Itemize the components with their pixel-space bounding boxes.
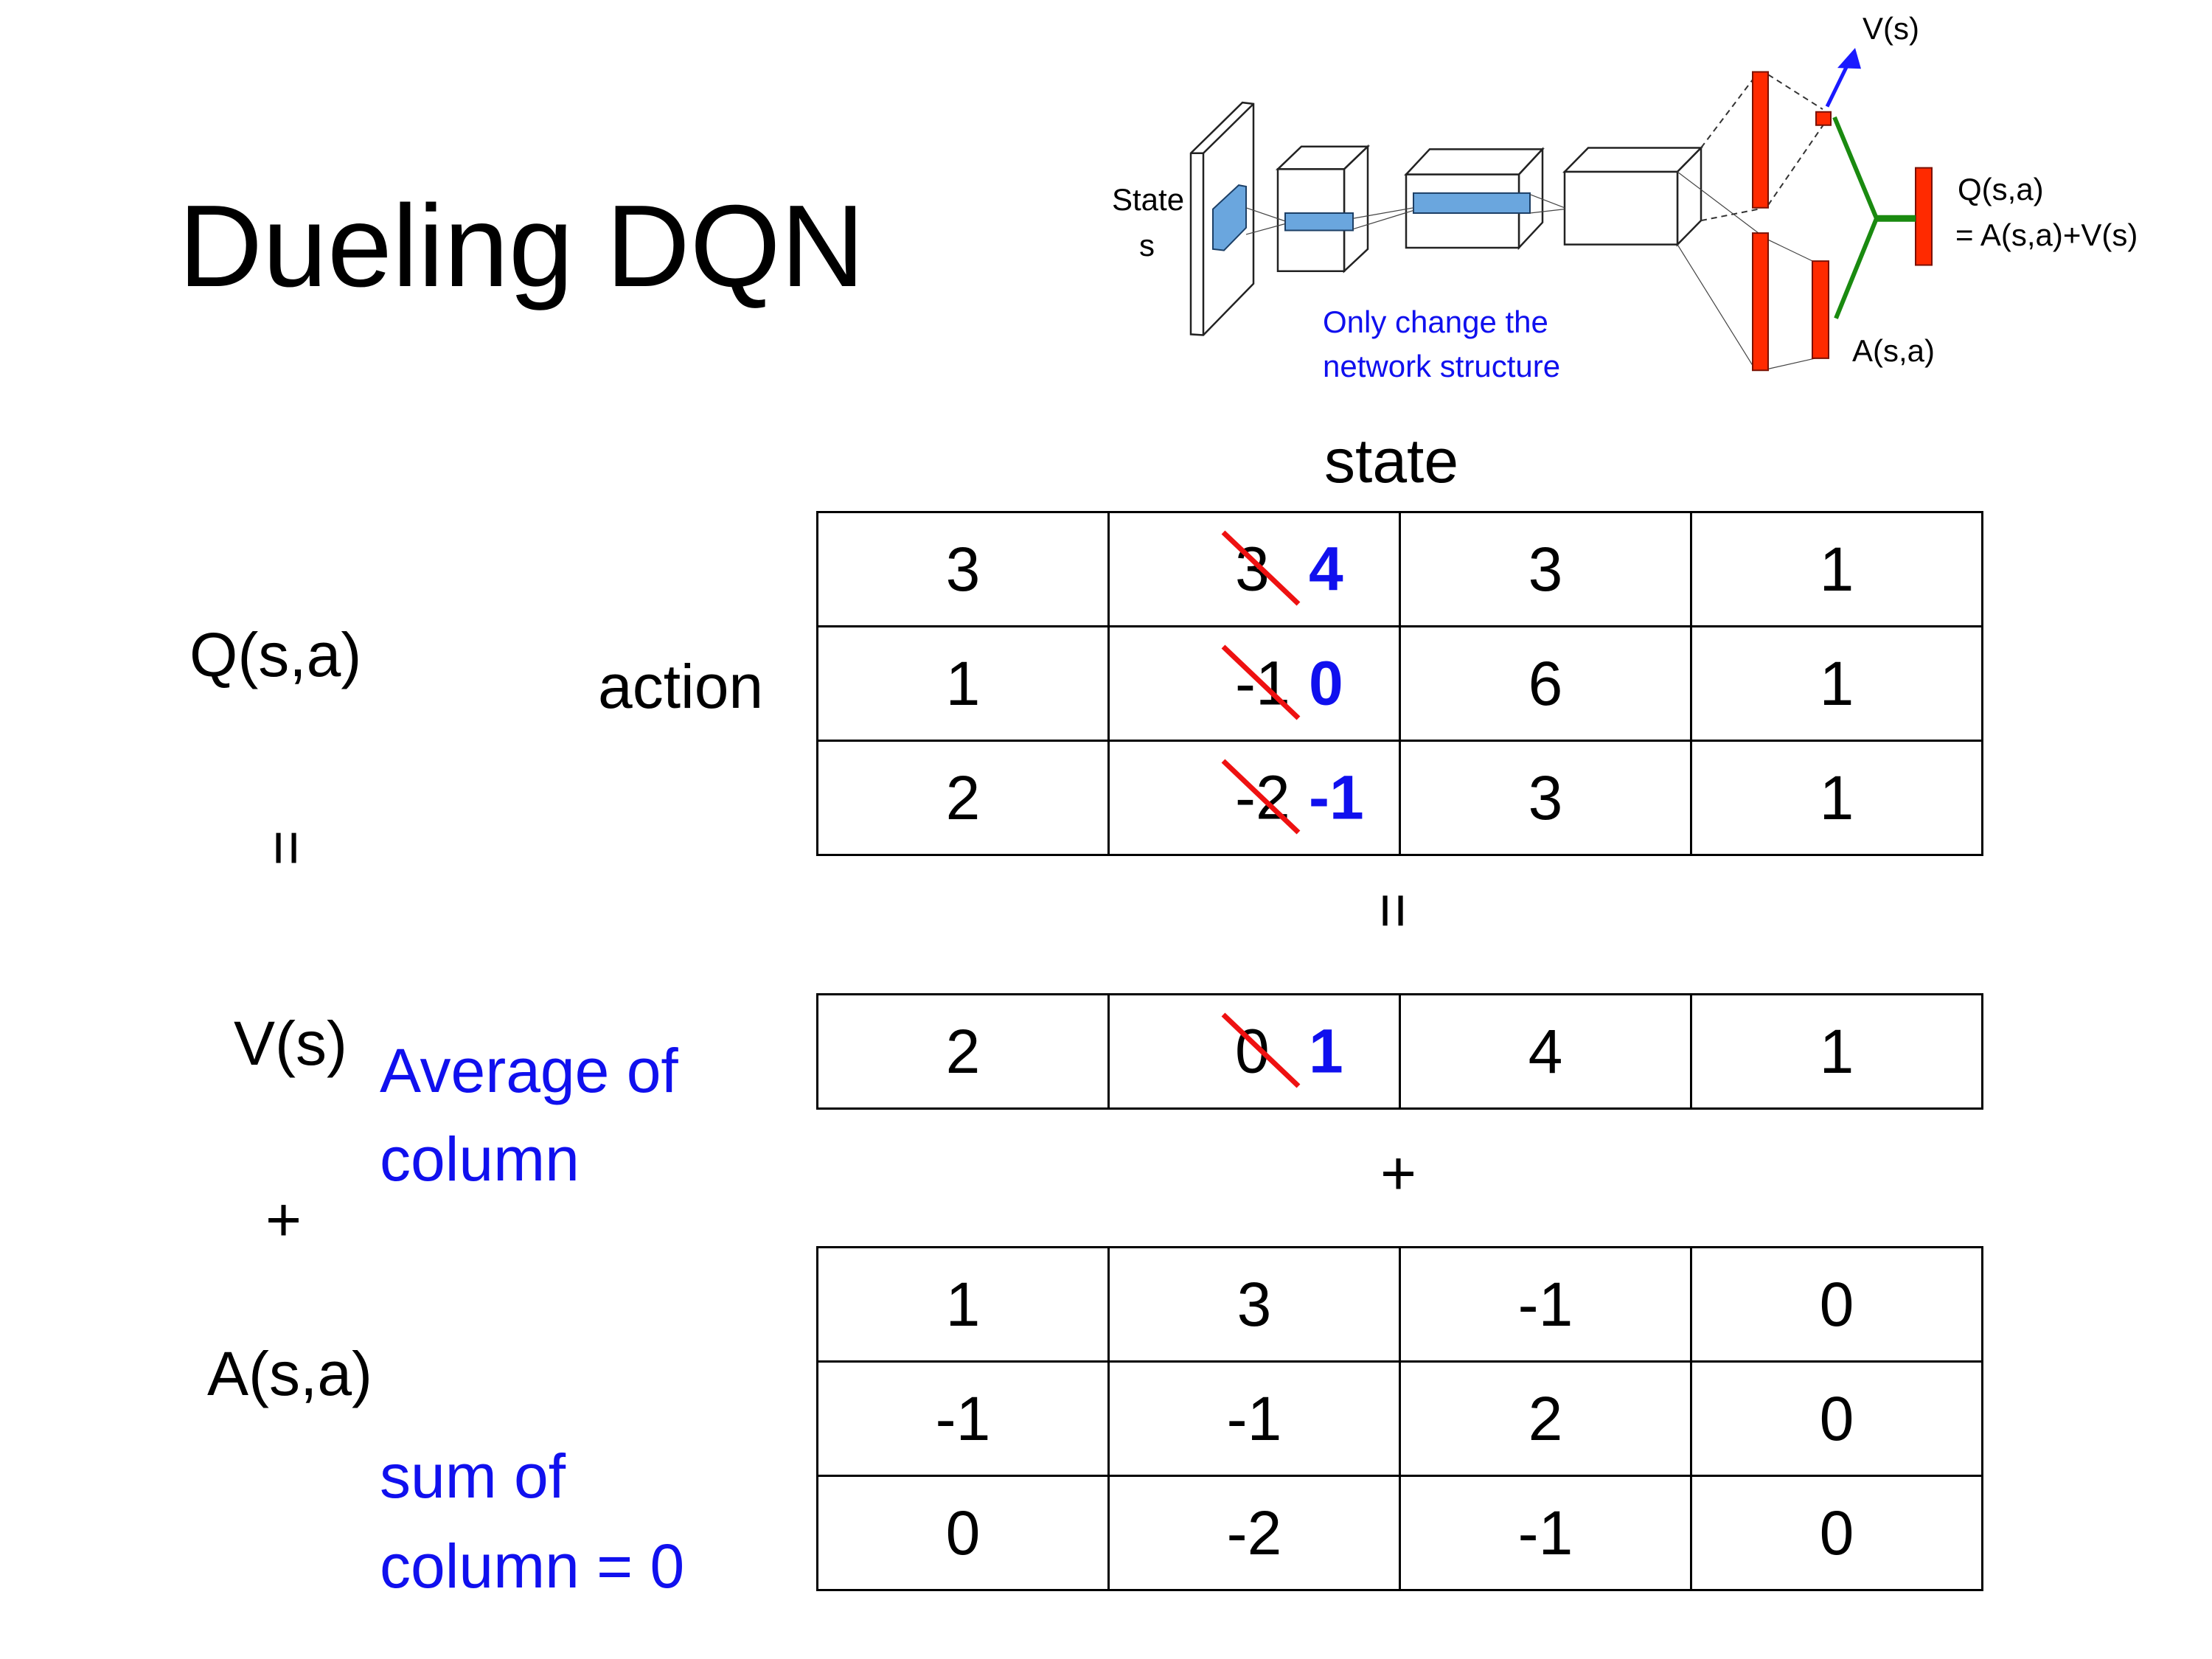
table-cell: 0 <box>1690 1475 1983 1591</box>
table-cell: 2 <box>816 740 1110 856</box>
table-cell: 1 <box>1690 740 1983 856</box>
diagram-q-label: Q(s,a) <box>1958 172 2044 206</box>
table-cell: 1 <box>816 625 1110 742</box>
value-output <box>1816 112 1831 125</box>
v-note-line2: column <box>380 1124 580 1194</box>
value-arrow <box>1827 48 1861 106</box>
table-cell: -1 <box>1399 1246 1692 1363</box>
plus-sign-mid: + <box>1380 1138 1417 1208</box>
table-cell: 6 <box>1399 625 1692 742</box>
table-cell: 3 <box>816 511 1110 627</box>
table-cell: 3 <box>1399 740 1692 856</box>
filter-blocks <box>1213 185 1530 251</box>
v-note-line1: Average of <box>380 1036 678 1105</box>
table-cell: 0 <box>1690 1360 1983 1477</box>
table-cell: -10 <box>1107 625 1401 742</box>
table-row: 2-2-131 <box>816 740 1983 856</box>
diagram-q-formula: = A(s,a)+V(s) <box>1955 218 2138 252</box>
equals-sign-left: = <box>252 830 322 866</box>
table-cell: 1 <box>1690 511 1983 627</box>
action-axis-label: action <box>598 652 764 721</box>
a-note-line1: sum of <box>380 1441 566 1511</box>
new-value: 1 <box>1309 1016 1343 1086</box>
state-axis-label: state <box>1324 426 1459 495</box>
strikethrough-mark <box>1221 1012 1301 1088</box>
strikethrough-mark <box>1221 644 1301 720</box>
new-value: 0 <box>1309 648 1343 718</box>
conv-box-1 <box>1278 147 1368 271</box>
diagram-advantage-label: A(s,a) <box>1852 333 1935 368</box>
diagram-value-label: V(s) <box>1863 11 1919 46</box>
diagram-note-line1: Only change the <box>1323 305 1548 339</box>
q-label: Q(s,a) <box>189 620 362 689</box>
advantage-output <box>1812 261 1829 358</box>
table-cell: 1 <box>816 1246 1110 1363</box>
advantage-stream-layer <box>1753 233 1768 370</box>
a-note-line2: column = 0 <box>380 1531 685 1601</box>
table-cell: 0 <box>816 1475 1110 1591</box>
strikethrough-mark <box>1221 759 1301 835</box>
plus-sign-left: + <box>265 1185 302 1254</box>
table-cell: 0 <box>1690 1246 1983 1363</box>
conv-box-3 <box>1565 148 1701 245</box>
q-output <box>1916 168 1932 265</box>
dueling-network-diagram <box>1069 48 2212 413</box>
table-cell: -2 <box>1107 1475 1401 1591</box>
new-value: -1 <box>1309 762 1364 832</box>
table-cell: 2 <box>816 993 1110 1110</box>
diagram-state-symbol: s <box>1139 228 1155 262</box>
strikethrough-mark <box>1221 530 1301 606</box>
merge-connector <box>1834 117 1916 319</box>
page-title: Dueling DQN <box>178 181 865 311</box>
table-cell: -1 <box>816 1360 1110 1477</box>
table-cell: 1 <box>1690 993 1983 1110</box>
equals-sign-mid: = <box>1359 892 1429 929</box>
table-cell: -1 <box>1107 1360 1401 1477</box>
table-cell: 3 <box>1399 511 1692 627</box>
diagram-state-label: State <box>1112 182 1185 217</box>
table-cell: 3 <box>1107 1246 1401 1363</box>
diagram-note-line2: network structure <box>1323 349 1561 383</box>
value-stream-layer <box>1753 72 1768 208</box>
table-cell: 2 <box>1399 1360 1692 1477</box>
table-cell: -1 <box>1399 1475 1692 1591</box>
v-label: V(s) <box>234 1009 347 1078</box>
table-cell: -2-1 <box>1107 740 1401 856</box>
a-label: A(s,a) <box>207 1339 373 1408</box>
new-value: 4 <box>1309 534 1343 604</box>
table-cell: 1 <box>1690 625 1983 742</box>
table-cell: 4 <box>1399 993 1692 1110</box>
